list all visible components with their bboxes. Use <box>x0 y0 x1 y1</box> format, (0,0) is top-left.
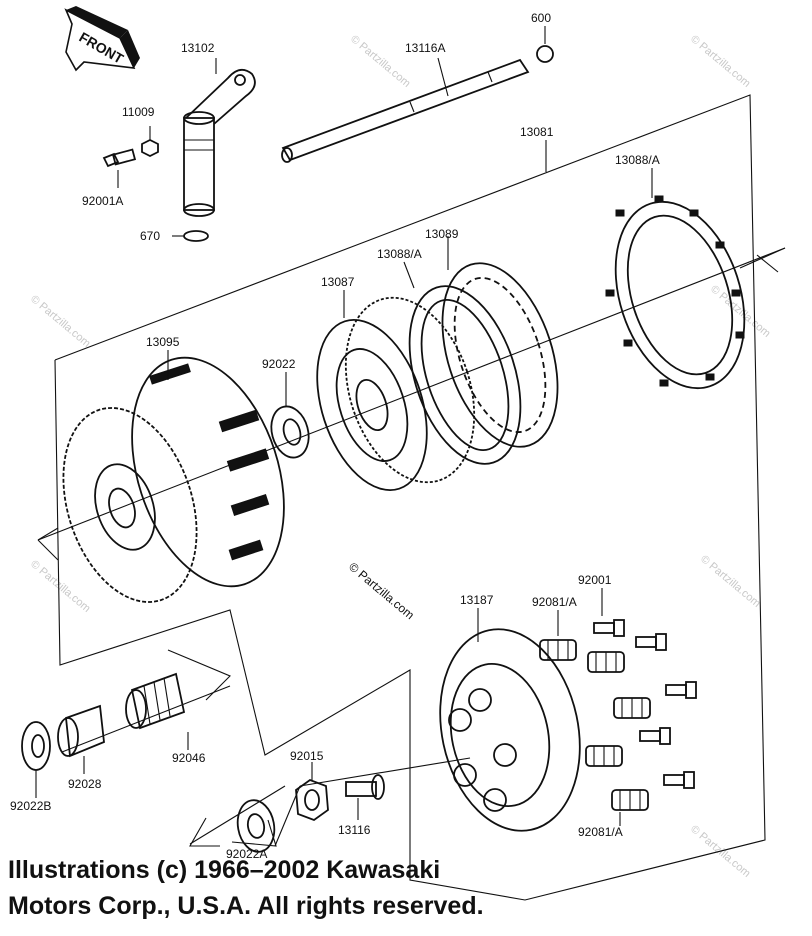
copyright-line-1: Illustrations (c) 1966–2002 Kawasaki <box>8 856 441 884</box>
ball-600 <box>536 45 554 63</box>
label-13102: 13102 <box>181 41 215 55</box>
release-lever-13102 <box>183 58 256 217</box>
label-92022: 92022 <box>262 357 296 371</box>
label-600: 600 <box>531 11 551 25</box>
copyright-line-2: Motors Corp., U.S.A. All rights reserved… <box>8 892 484 920</box>
push-rod-13116a <box>281 58 530 163</box>
label-13087: 13087 <box>321 275 355 289</box>
nut-11009 <box>141 138 159 158</box>
label-13116: 13116 <box>338 823 371 837</box>
label-92046: 92046 <box>172 751 206 765</box>
label-13089: 13089 <box>425 227 459 241</box>
steel-plate-13089 <box>441 262 559 448</box>
pressure-plate-13187 <box>439 628 581 832</box>
o-ring-670 <box>183 230 209 242</box>
watermark-center: © Partzilla.com <box>346 560 417 623</box>
watermark-right-low: © Partzilla.com <box>698 553 762 610</box>
lock-washer-92022a <box>236 799 276 853</box>
copyright-notice: Illustrations (c) 1966–2002 Kawasaki Mot… <box>8 852 608 924</box>
label-13187: 13187 <box>460 593 494 607</box>
needle-bearing-92046 <box>125 672 186 730</box>
washer-92022 <box>270 405 310 459</box>
assembly-outline <box>54 94 766 901</box>
washer-92022b <box>21 721 51 771</box>
label-92028: 92028 <box>68 777 102 791</box>
label-670: 670 <box>140 229 160 243</box>
part-labels: 600 13102 13116A 11009 92001A 670 13081 … <box>10 11 660 861</box>
watermarks: © Partzilla.com © Partzilla.com © Partzi… <box>28 33 772 880</box>
nut-92015 <box>295 778 329 822</box>
label-13116a: 13116A <box>405 41 445 55</box>
label-92015: 92015 <box>290 749 324 763</box>
label-11009: 11009 <box>122 105 155 119</box>
leader-lines <box>35 57 653 826</box>
label-92022b: 92022B <box>10 799 51 813</box>
label-13088a-middle: 13088/A <box>377 247 422 261</box>
label-13081: 13081 <box>520 125 554 139</box>
label-13095: 13095 <box>146 335 180 349</box>
watermark-left-low: © Partzilla.com <box>28 558 92 615</box>
watermark-top: © Partzilla.com <box>348 33 412 90</box>
friction-plate-middle <box>408 285 522 465</box>
bolts-92001 <box>593 619 697 789</box>
clutch-housing-13095 <box>62 356 285 603</box>
label-92081a-top: 92081/A <box>532 595 577 609</box>
label-92001a: 92001A <box>82 194 123 208</box>
bolt-92001a <box>102 148 137 168</box>
label-92081a-bottom: 92081/A <box>578 825 623 839</box>
front-arrow-icon: FRONT <box>64 6 140 72</box>
axis-lines <box>37 247 786 847</box>
rod-13116 <box>345 774 385 800</box>
watermark-left: © Partzilla.com <box>28 293 92 350</box>
friction-plate-right <box>605 195 746 390</box>
clutch-hub-13087 <box>316 296 476 492</box>
label-92001: 92001 <box>578 573 612 587</box>
sleeve-92028 <box>57 704 105 758</box>
watermark-top-right: © Partzilla.com <box>688 33 752 90</box>
springs-92081a <box>539 639 651 811</box>
label-13088a-right: 13088/A <box>615 153 660 167</box>
label-92022a: 92022A <box>226 847 267 861</box>
